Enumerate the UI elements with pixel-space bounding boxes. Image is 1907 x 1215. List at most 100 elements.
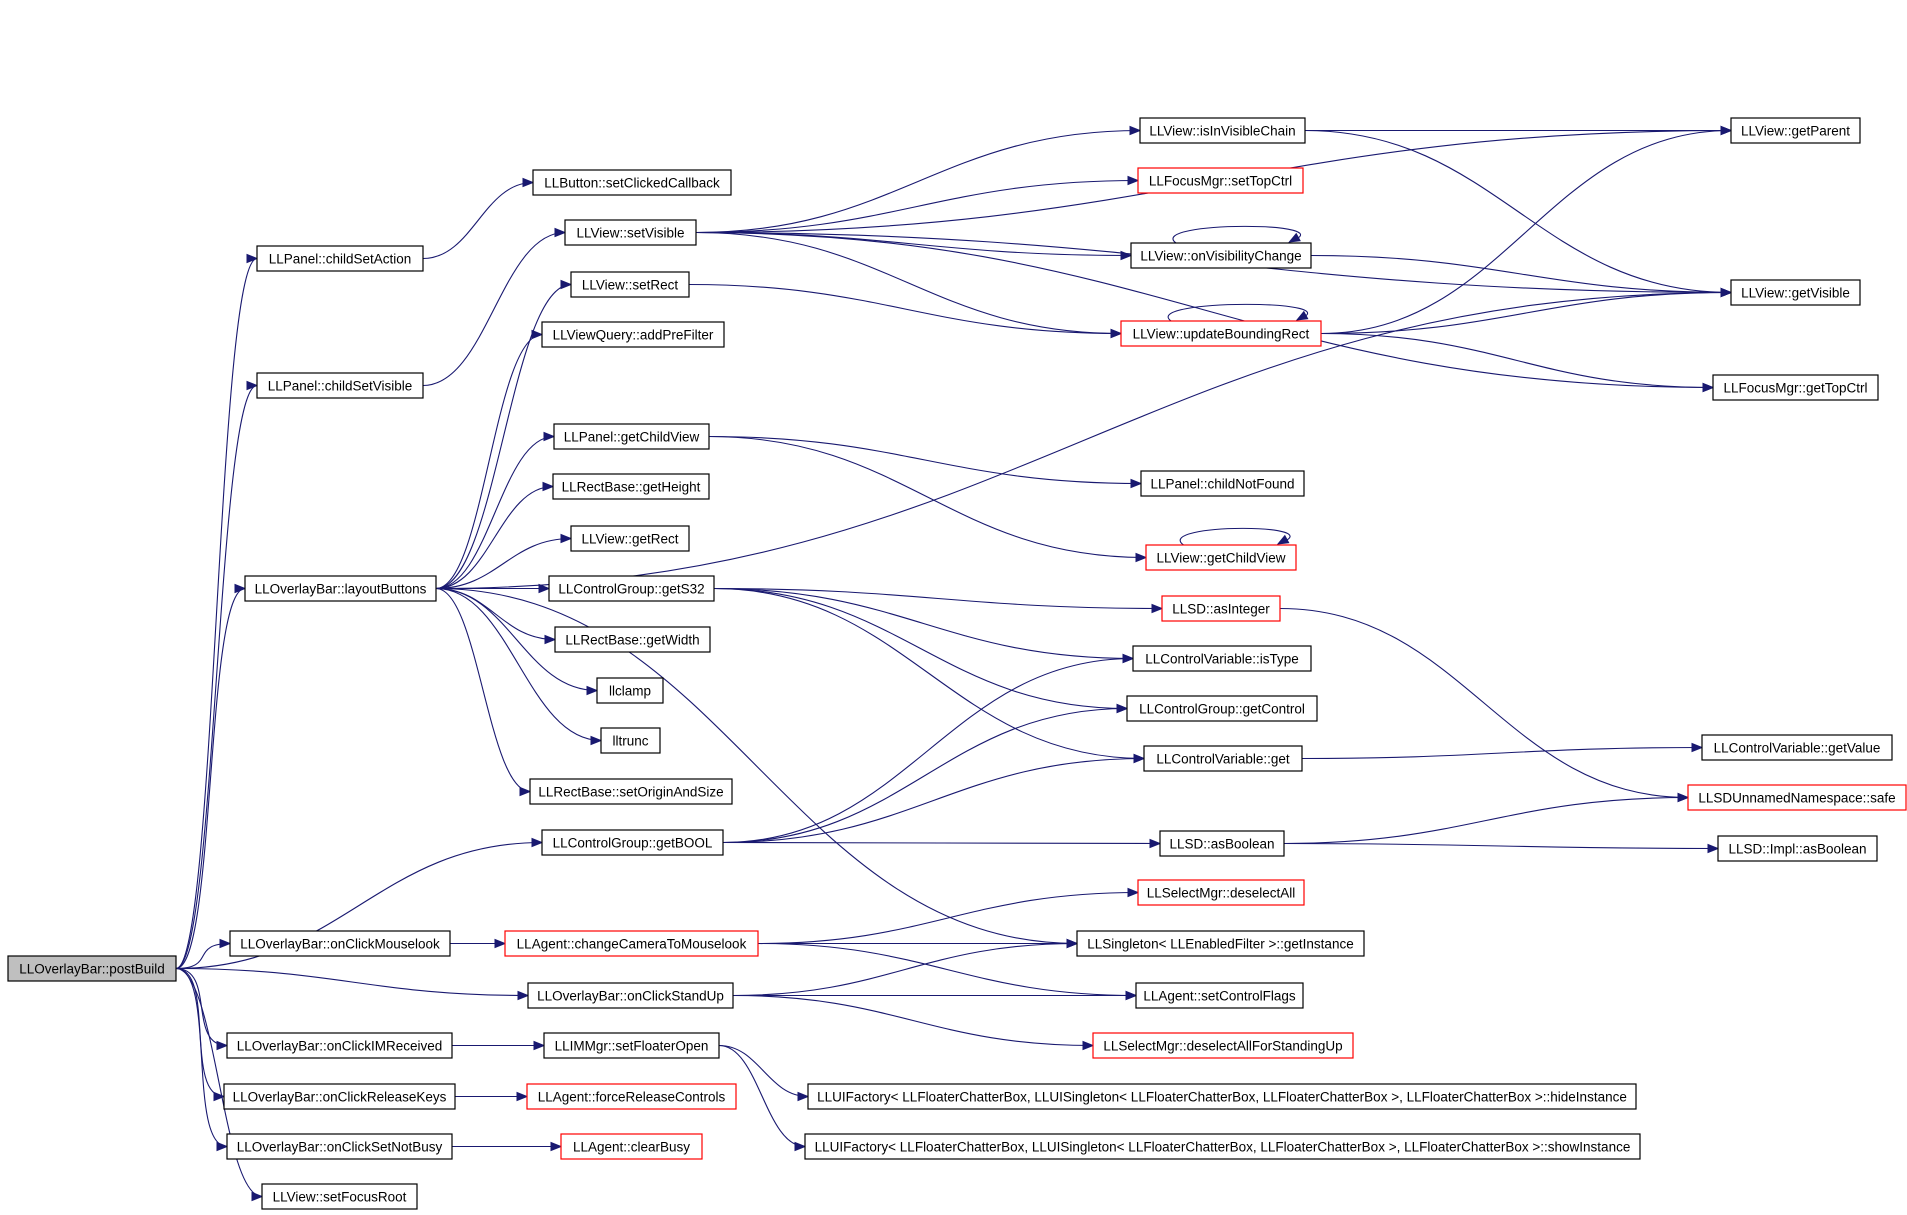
call-edge-childSetAction-to-setClickedCallback — [422, 177, 535, 260]
graph-node-asBoolean[interactable]: LLSD::asBoolean — [1159, 830, 1285, 857]
call-edge-setVisible-to-setTopCtrl — [695, 175, 1140, 234]
graph-node-getRect[interactable]: LLView::getRect — [570, 525, 690, 552]
node-label: LLUIFactory< LLFloaterChatterBox, LLUISi… — [815, 1140, 1631, 1155]
graph-node-getValue[interactable]: LLControlVariable::getValue — [1701, 734, 1893, 761]
graph-node-onClickStandUp[interactable]: LLOverlayBar::onClickStandUp — [527, 982, 734, 1009]
graph-node-getHeight[interactable]: LLRectBase::getHeight — [552, 473, 710, 500]
node-box — [1717, 835, 1878, 862]
node-box — [804, 1133, 1641, 1160]
call-edge-setVisible-to-updateBoundingRect — [695, 231, 1123, 339]
call-edge-onClickSetNotBusy-to-clearBusy — [451, 1141, 563, 1152]
node-label: LLAgent::changeCameraToMouselook — [517, 937, 747, 952]
graph-node-deselectAllForStandingUp[interactable]: LLSelectMgr::deselectAllForStandingUp — [1092, 1032, 1354, 1059]
call-edge-layoutButtons-to-getHeight — [435, 481, 555, 590]
call-edge-onVisibilityChange-to-getVisible — [1310, 254, 1733, 298]
graph-node-hideInstance[interactable]: LLUIFactory< LLFloaterChatterBox, LLUISi… — [807, 1083, 1637, 1110]
node-label: LLOverlayBar::onClickMouselook — [240, 937, 440, 952]
graph-node-isInVisibleChain[interactable]: LLView::isInVisibleChain — [1139, 117, 1306, 144]
call-edge-layoutButtons-to-setRect — [435, 279, 573, 590]
graph-node-childNotFound[interactable]: LLPanel::childNotFound — [1140, 470, 1305, 497]
graph-node-onClickMouselook[interactable]: LLOverlayBar::onClickMouselook — [229, 930, 451, 957]
graph-node-clearBusy[interactable]: LLAgent::clearBusy — [560, 1133, 703, 1160]
graph-node-setFocusRoot[interactable]: LLView::setFocusRoot — [261, 1183, 418, 1210]
node-label: llclamp — [609, 684, 651, 699]
graph-node-setClickedCallback[interactable]: LLButton::setClickedCallback — [532, 169, 732, 196]
call-edge-layoutButtons-to-getWidth — [435, 587, 557, 645]
graph-node-getS32[interactable]: LLControlGroup::getS32 — [548, 575, 715, 602]
graph-node-getControl[interactable]: LLControlGroup::getControl — [1126, 695, 1318, 722]
graph-node-getParent[interactable]: LLView::getParent — [1730, 117, 1861, 144]
graph-node-asInteger[interactable]: LLSD::asInteger — [1161, 595, 1281, 622]
graph-node-layoutButtons[interactable]: LLOverlayBar::layoutButtons — [244, 575, 437, 602]
graph-node-childSetVisible[interactable]: LLPanel::childSetVisible — [256, 372, 424, 399]
graph-node-implAsBoolean[interactable]: LLSD::Impl::asBoolean — [1717, 835, 1878, 862]
node-box — [548, 575, 715, 602]
graph-node-setFloaterOpen[interactable]: LLIMMgr::setFloaterOpen — [543, 1032, 720, 1059]
node-box — [256, 372, 424, 399]
call-edge-layoutButtons-to-addPreFilter — [435, 329, 544, 590]
graph-node-getInstance[interactable]: LLSingleton< LLEnabledFilter >::getInsta… — [1076, 930, 1365, 957]
graph-node-onClickSetNotBusy[interactable]: LLOverlayBar::onClickSetNotBusy — [226, 1133, 453, 1160]
graph-node-showInstance[interactable]: LLUIFactory< LLFloaterChatterBox, LLUISi… — [804, 1133, 1641, 1160]
graph-node-setVisible[interactable]: LLView::setVisible — [564, 219, 697, 246]
graph-node-onVisibilityChange[interactable]: LLView::onVisibilityChange — [1130, 242, 1312, 269]
call-edge-getChildViewV-to-getChildViewV — [1179, 527, 1291, 546]
call-edge-setRect-to-updateBoundingRect — [688, 283, 1123, 339]
graph-node-setRect[interactable]: LLView::setRect — [570, 271, 690, 298]
call-edge-layoutButtons-to-lltrunc — [435, 587, 603, 746]
graph-node-getWidth[interactable]: LLRectBase::getWidth — [554, 626, 711, 653]
graph-node-safe[interactable]: LLSDUnnamedNamespace::safe — [1687, 784, 1907, 811]
call-edge-updateBoundingRect-to-getVisible — [1320, 287, 1733, 335]
node-label: LLView::getChildView — [1156, 551, 1285, 566]
node-box — [1687, 784, 1907, 811]
node-box — [570, 271, 690, 298]
node-box — [1137, 879, 1305, 906]
node-box — [7, 955, 177, 982]
graph-node-getTopCtrl[interactable]: LLFocusMgr::getTopCtrl — [1712, 374, 1879, 401]
call-edge-layoutButtons-to-getInstance — [435, 587, 1079, 949]
node-box — [1139, 117, 1306, 144]
graph-node-setControlFlags[interactable]: LLAgent::setControlFlags — [1135, 982, 1304, 1009]
node-label: LLPanel::childSetVisible — [268, 379, 413, 394]
graph-node-lltrunc[interactable]: lltrunc — [600, 727, 661, 754]
graph-node-getVisible[interactable]: LLView::getVisible — [1730, 279, 1861, 306]
node-label: LLAgent::setControlFlags — [1143, 989, 1296, 1004]
graph-node-isType[interactable]: LLControlVariable::isType — [1132, 645, 1312, 672]
graph-node-llclamp[interactable]: llclamp — [596, 677, 664, 704]
graph-node-onClickReleaseKeys[interactable]: LLOverlayBar::onClickReleaseKeys — [223, 1083, 456, 1110]
node-box — [229, 930, 451, 957]
graph-node-getChildView[interactable]: LLPanel::getChildView — [553, 423, 710, 450]
graph-node-changeCameraToMouselook[interactable]: LLAgent::changeCameraToMouselook — [504, 930, 759, 957]
node-label: LLPanel::childNotFound — [1150, 477, 1294, 492]
call-edge-postBuild-to-childSetAction — [175, 253, 259, 970]
call-edge-layoutButtons-to-llclamp — [435, 587, 599, 696]
node-label: LLFocusMgr::getTopCtrl — [1723, 381, 1867, 396]
node-label: LLOverlayBar::onClickStandUp — [537, 989, 724, 1004]
node-box — [1120, 320, 1322, 347]
call-edge-getBOOL-to-isType — [722, 653, 1135, 844]
node-box — [1140, 470, 1305, 497]
graph-node-getBOOL[interactable]: LLControlGroup::getBOOL — [541, 829, 724, 856]
node-box — [226, 1032, 453, 1059]
node-box — [543, 1032, 720, 1059]
node-label: LLOverlayBar::layoutButtons — [255, 582, 427, 597]
node-label: LLSelectMgr::deselectAll — [1147, 886, 1296, 901]
graph-node-setOriginAndSize[interactable]: LLRectBase::setOriginAndSize — [529, 778, 733, 805]
node-box — [1701, 734, 1893, 761]
node-label: LLRectBase::getWidth — [565, 633, 699, 648]
graph-node-cvGet[interactable]: LLControlVariable::get — [1143, 745, 1303, 772]
node-box — [1145, 544, 1297, 571]
call-edge-getBOOL-to-cvGet — [722, 753, 1146, 844]
call-edge-getChildView-to-childNotFound — [708, 435, 1143, 489]
graph-node-addPreFilter[interactable]: LLViewQuery::addPreFilter — [541, 321, 725, 348]
node-label: LLPanel::childSetAction — [269, 252, 412, 267]
graph-node-updateBoundingRect[interactable]: LLView::updateBoundingRect — [1120, 320, 1322, 347]
graph-node-setTopCtrl[interactable]: LLFocusMgr::setTopCtrl — [1137, 167, 1304, 194]
graph-node-onClickIMReceived[interactable]: LLOverlayBar::onClickIMReceived — [226, 1032, 453, 1059]
node-label: LLSD::asInteger — [1172, 602, 1270, 617]
graph-node-getChildViewV[interactable]: LLView::getChildView — [1145, 544, 1297, 571]
graph-node-childSetAction[interactable]: LLPanel::childSetAction — [256, 245, 424, 272]
graph-node-forceReleaseControls[interactable]: LLAgent::forceReleaseControls — [526, 1083, 737, 1110]
graph-node-deselectAll[interactable]: LLSelectMgr::deselectAll — [1137, 879, 1305, 906]
